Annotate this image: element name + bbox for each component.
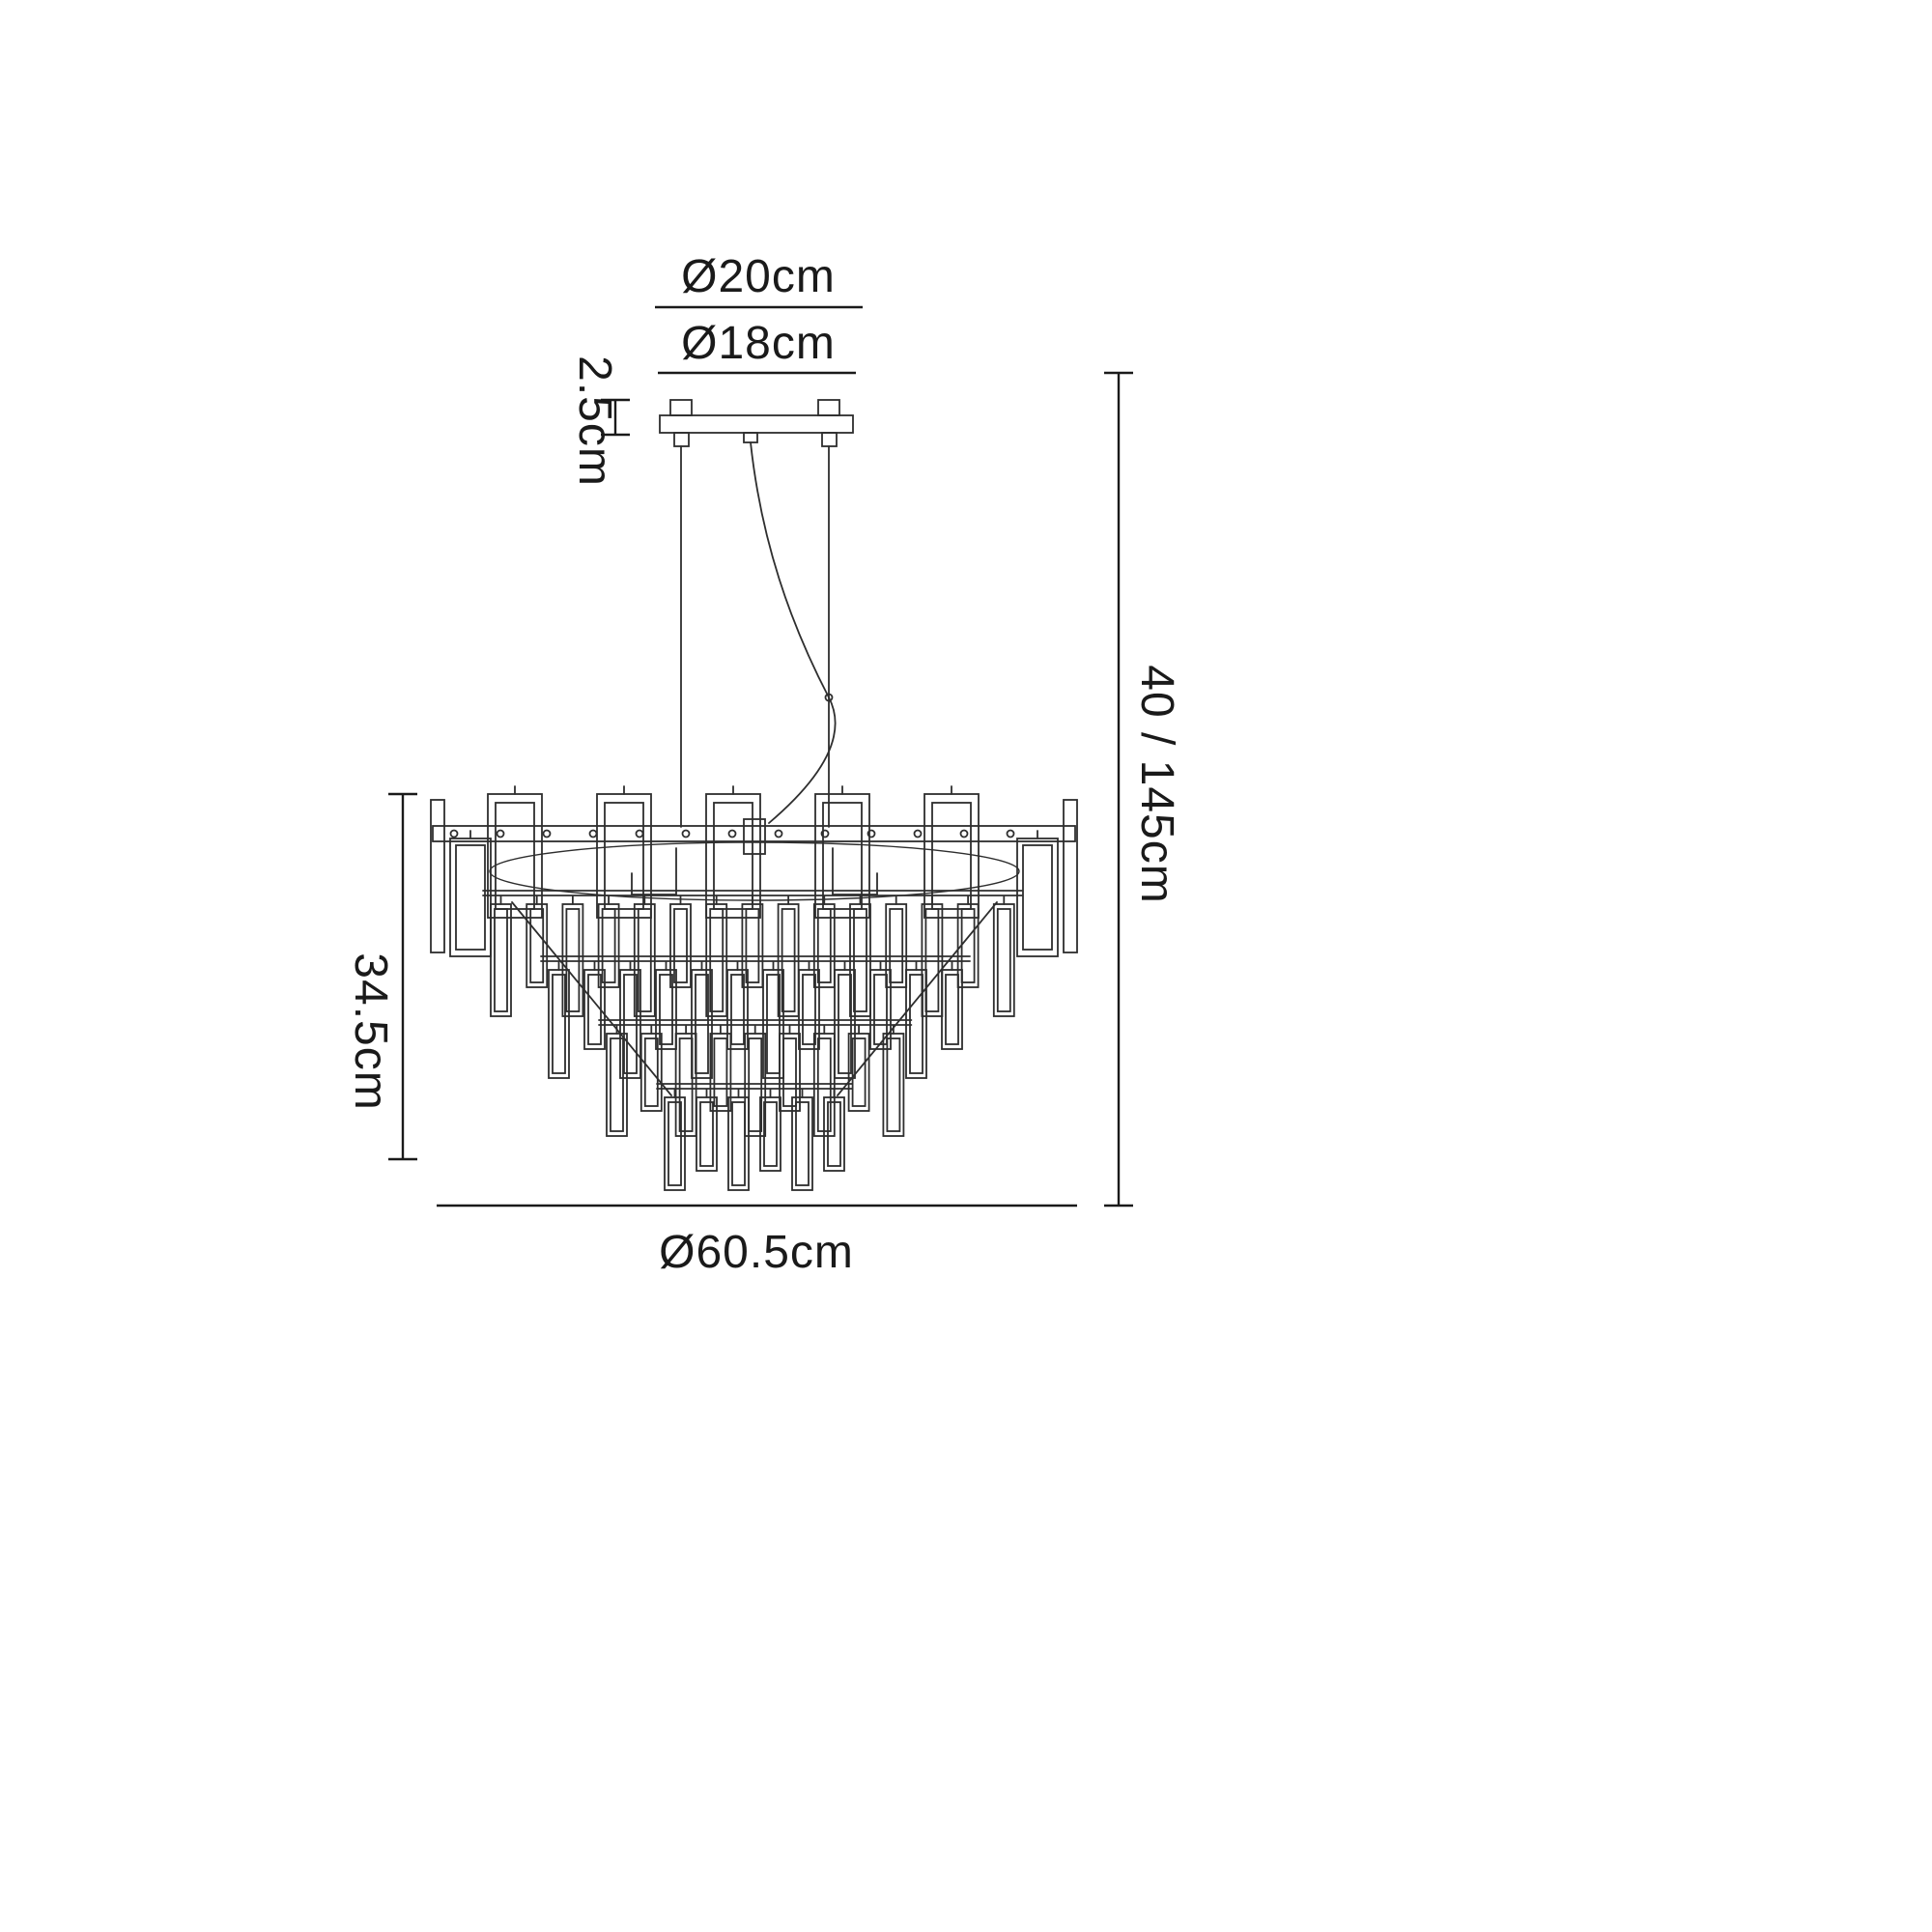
crystal-prism — [869, 961, 892, 1050]
canopy-outer-diameter-label: Ø20cm — [681, 251, 836, 302]
lamp-bracket-left — [631, 847, 677, 895]
top-ring — [432, 825, 1076, 842]
ring-hole — [820, 829, 830, 838]
total-drop-dimension — [1104, 371, 1133, 1208]
crystal-prism — [633, 895, 656, 1017]
cable-exit — [743, 432, 758, 443]
left-end-plate — [430, 799, 445, 953]
ring-hole — [867, 829, 876, 838]
crystal-prism — [847, 1025, 870, 1112]
tier-rail — [540, 955, 971, 962]
ring-hole — [496, 829, 505, 838]
canopy-height-dimension — [601, 398, 630, 437]
crystal-prism — [812, 895, 836, 988]
crystal-prism — [606, 1025, 628, 1137]
cone-strut-right — [837, 901, 998, 1096]
power-cable — [750, 441, 837, 824]
cone-strut-left — [511, 901, 672, 1096]
plate-screw-right — [817, 399, 840, 416]
crystal-prism — [691, 961, 713, 1079]
ring-hole — [542, 829, 552, 838]
total-drop-label: 40 / 145cm — [1131, 665, 1182, 903]
crystal-prism — [487, 785, 543, 919]
crystal-prism — [705, 785, 761, 919]
crystal-prism — [526, 895, 549, 988]
crystal-prism — [759, 1089, 781, 1172]
crystal-prism — [1016, 830, 1059, 957]
inner-ring — [489, 841, 1020, 901]
body-diameter-label: Ø60.5cm — [659, 1227, 854, 1278]
body-height-label: 34.5cm — [345, 952, 396, 1110]
ring-hole — [727, 829, 737, 838]
center-socket — [743, 818, 766, 855]
crystal-prism — [726, 961, 749, 1050]
suspension — [680, 441, 837, 828]
ring-hole — [774, 829, 783, 838]
ceiling-plate — [659, 399, 854, 447]
body-height-dimension — [388, 792, 417, 1161]
canopy-height-label: 2.5cm — [569, 355, 620, 487]
crystal-prism — [849, 895, 871, 1017]
crystal-prism — [597, 895, 620, 988]
cord-grip-left — [673, 432, 690, 447]
crystal-prism — [561, 895, 584, 1017]
crystal-prism — [777, 895, 800, 1017]
crystal-prism — [779, 1025, 801, 1112]
crystal-prism — [705, 895, 728, 1017]
crystal-prism — [941, 961, 963, 1050]
ring-hole — [635, 829, 644, 838]
crystal-prism — [655, 961, 677, 1050]
crystal-prism — [762, 961, 784, 1079]
ceiling-plate-body — [659, 414, 854, 434]
ring-hole — [913, 829, 923, 838]
cable-connector — [824, 693, 834, 702]
crystal-prism — [992, 895, 1015, 1017]
tier-rail — [598, 1019, 913, 1026]
crystal-prism — [956, 895, 980, 988]
crystal-prism — [548, 961, 570, 1079]
cord-grip-right — [821, 432, 838, 447]
crystal-prism — [696, 1089, 718, 1172]
crystal-prism — [834, 961, 856, 1079]
crystal-prism — [814, 785, 870, 919]
crystal-prism — [583, 961, 606, 1050]
lamp-bracket-right — [832, 847, 878, 895]
ring-screw-holes — [449, 829, 1015, 838]
chandelier-frame — [430, 799, 1078, 1096]
crystal-prism — [882, 1025, 905, 1137]
crystal-prism — [709, 1025, 732, 1112]
crystal-prism — [923, 785, 980, 919]
crystal-prism — [921, 895, 944, 1017]
crystal-tiers — [449, 785, 1059, 1191]
ring-hole — [588, 829, 598, 838]
plate-screw-left — [669, 399, 693, 416]
crystal-prism — [727, 1089, 750, 1191]
crystal-prism — [885, 895, 908, 988]
crystal-prism — [619, 961, 641, 1079]
crystal-prism — [639, 1025, 663, 1112]
crystal-prism — [905, 961, 927, 1079]
crystal-prism — [669, 895, 692, 988]
tier-rail — [482, 890, 1023, 896]
ring-hole — [681, 829, 691, 838]
crystal-prism — [490, 895, 512, 1017]
crystal-prism — [449, 830, 492, 957]
crystal-prism — [596, 785, 652, 919]
crystal-prism — [791, 1089, 813, 1191]
crystal-prism — [744, 1025, 767, 1137]
ring-hole — [959, 829, 969, 838]
canopy-inner-diameter-label: Ø18cm — [681, 318, 836, 369]
crystal-prism — [798, 961, 820, 1050]
tier-rail — [656, 1083, 853, 1090]
ring-hole — [449, 829, 459, 838]
right-end-plate — [1063, 799, 1078, 953]
ring-hole — [1006, 829, 1015, 838]
crystal-prism — [664, 1089, 686, 1191]
crystal-prism — [823, 1089, 845, 1172]
crystal-prism — [741, 895, 764, 988]
crystal-prism — [674, 1025, 697, 1137]
